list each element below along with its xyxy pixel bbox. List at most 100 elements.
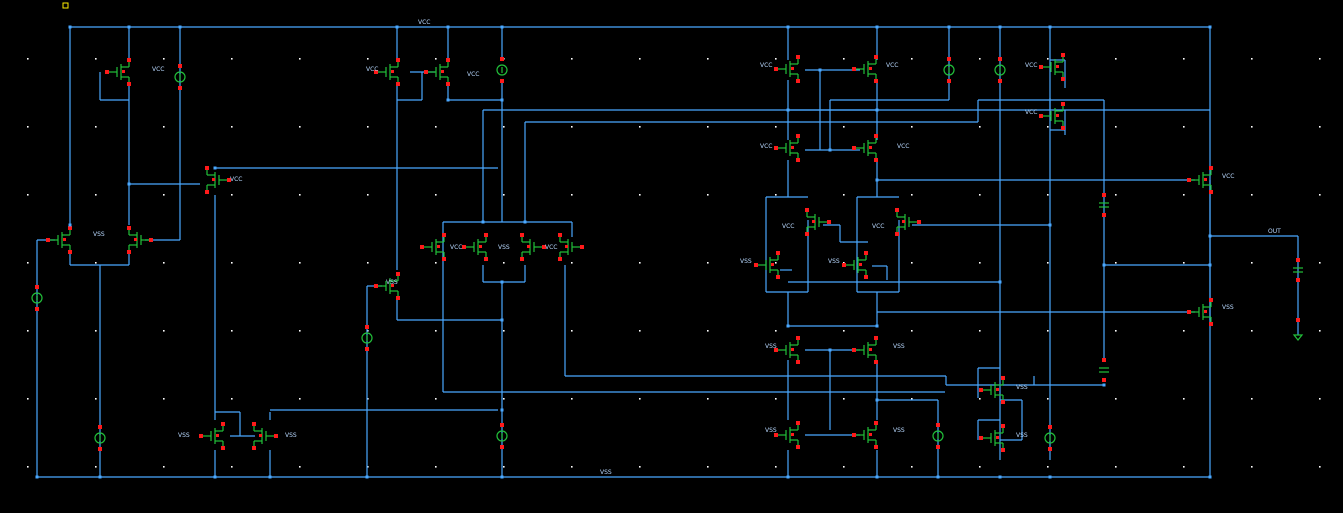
supply-label: VSS xyxy=(740,258,752,265)
transistor-icon xyxy=(774,134,800,162)
current-source-icon xyxy=(994,57,1006,83)
origin-marker xyxy=(62,2,69,9)
junction-node xyxy=(1048,475,1052,479)
grid-dot xyxy=(1319,398,1321,400)
grid-dot xyxy=(979,126,981,128)
grid-dot xyxy=(775,262,777,264)
grid-dot xyxy=(435,330,437,332)
grid-dot xyxy=(367,398,369,400)
grid-dot xyxy=(367,194,369,196)
grid-dot xyxy=(1251,466,1253,468)
grid-dot xyxy=(639,126,641,128)
grid-dot xyxy=(299,194,301,196)
grid-dot xyxy=(1183,194,1185,196)
grid-dot xyxy=(639,194,641,196)
supply-label: VSS xyxy=(765,427,777,434)
junction-node xyxy=(828,148,832,152)
grid-dot xyxy=(231,58,233,60)
grid-dot xyxy=(503,466,505,468)
junction-node xyxy=(818,68,822,72)
grid-dot xyxy=(843,58,845,60)
grid-dot xyxy=(1183,330,1185,332)
ground-icon xyxy=(1292,334,1304,341)
grid-dot xyxy=(1047,466,1049,468)
grid-dot xyxy=(163,194,165,196)
capacitor-icon xyxy=(1293,258,1303,282)
grid-dot xyxy=(1183,398,1185,400)
grid-dot xyxy=(1251,330,1253,332)
supply-label: VSS xyxy=(498,244,510,251)
transistor-icon xyxy=(805,208,831,236)
transistor-icon xyxy=(1039,53,1065,81)
grid-dot xyxy=(1047,194,1049,196)
grid-dot xyxy=(571,398,573,400)
transistor-icon xyxy=(852,421,878,449)
grid-dot xyxy=(27,466,29,468)
grid-dot xyxy=(503,194,505,196)
grid-dot xyxy=(1251,398,1253,400)
grid-dot xyxy=(231,330,233,332)
grid-dot xyxy=(571,466,573,468)
grid-dot xyxy=(27,398,29,400)
transistor-icon xyxy=(420,233,446,261)
grid-dot xyxy=(843,126,845,128)
grid-dot xyxy=(163,330,165,332)
junction-node xyxy=(68,223,72,227)
junction-node xyxy=(998,475,1002,479)
grid-dot xyxy=(1319,58,1321,60)
grid-dot xyxy=(707,398,709,400)
junction-layer xyxy=(35,25,1212,479)
grid-dot xyxy=(435,398,437,400)
grid-dot xyxy=(911,398,913,400)
transistor-icon xyxy=(1187,166,1213,194)
grid-dot xyxy=(639,466,641,468)
grid-dot xyxy=(979,262,981,264)
supply-label: VSS xyxy=(93,231,105,238)
junction-node xyxy=(1102,383,1106,387)
transistor-icon xyxy=(558,233,584,261)
grid-dot xyxy=(1047,262,1049,264)
transistor-icon xyxy=(462,233,488,261)
grid-dot xyxy=(775,126,777,128)
grid-dot xyxy=(1115,126,1117,128)
grid-dot xyxy=(27,262,29,264)
grid-dot xyxy=(95,126,97,128)
grid-dot xyxy=(299,58,301,60)
supply-label: VCC xyxy=(450,244,462,251)
junction-node xyxy=(875,25,879,29)
current-source-icon xyxy=(1044,425,1056,451)
junction-node xyxy=(395,25,399,29)
grid-dot xyxy=(707,194,709,196)
supply-label: VCC xyxy=(1222,173,1234,180)
junction-node xyxy=(1102,263,1106,267)
grid-dot xyxy=(1319,466,1321,468)
grid-dot xyxy=(95,466,97,468)
grid-dot xyxy=(367,262,369,264)
junction-node xyxy=(1208,234,1212,238)
grid-dot xyxy=(911,126,913,128)
supply-label: VSS xyxy=(893,427,905,434)
supply-label: VSS xyxy=(765,343,777,350)
grid-dot xyxy=(435,194,437,196)
supply-label: VCC xyxy=(760,62,772,69)
current-source-icon xyxy=(932,423,944,449)
supply-label: VSS xyxy=(893,343,905,350)
supply-label: VCC xyxy=(1025,62,1037,69)
grid-dot xyxy=(299,398,301,400)
grid-dot xyxy=(299,466,301,468)
transistor-icon xyxy=(979,376,1005,404)
grid-dot xyxy=(1047,330,1049,332)
grid-dot xyxy=(979,330,981,332)
supply-label: VCC xyxy=(872,223,884,230)
output-label: OUT xyxy=(1268,228,1281,235)
transistor-icon xyxy=(852,134,878,162)
grid-dot xyxy=(503,330,505,332)
grid-dot xyxy=(231,194,233,196)
supply-label: VSS xyxy=(1222,304,1234,311)
supply-label: VCC xyxy=(760,143,772,150)
grid-dot xyxy=(707,466,709,468)
grid-dot xyxy=(367,126,369,128)
transistor-icon xyxy=(774,421,800,449)
junction-node xyxy=(1048,25,1052,29)
transistor-icon xyxy=(1039,102,1065,130)
